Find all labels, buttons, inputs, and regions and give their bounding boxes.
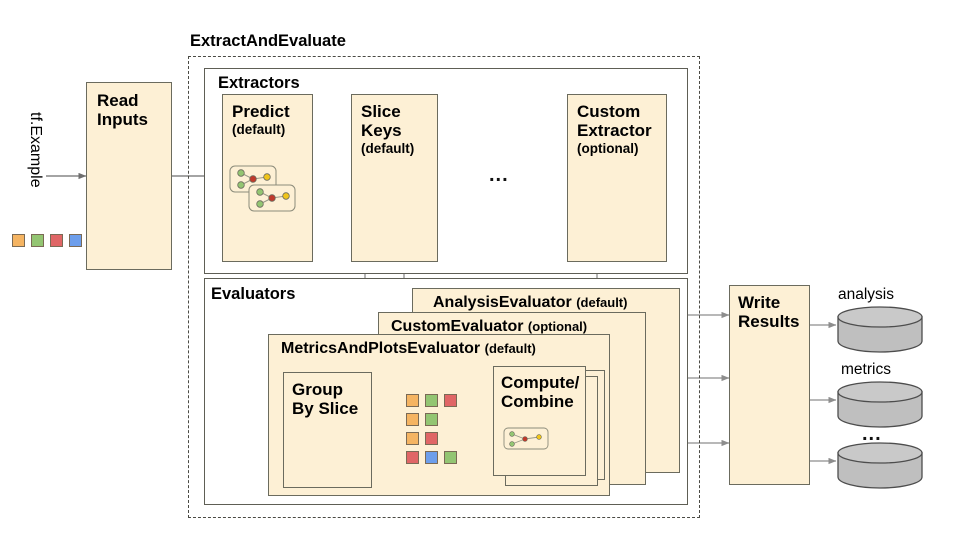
input-label: tf.Example — [27, 112, 44, 188]
analysis-evaluator-qualifier: (default) — [576, 295, 628, 310]
compute-combine-title-line1: Compute/ — [501, 373, 580, 392]
custom-extractor-title-line1: Custom — [577, 102, 641, 121]
write-results-title-line2: Results — [738, 312, 800, 332]
custom-extractor-title-line2: Extractor — [577, 121, 652, 141]
node-slice-keys[interactable]: Slice Keys (default) — [351, 94, 438, 262]
node-group-by-slice[interactable]: Group By Slice — [283, 372, 372, 488]
metrics-evaluator-qualifier: (default) — [484, 341, 536, 356]
slice-keys-sub: (default) — [361, 141, 415, 157]
slice-chip-row-4 — [406, 451, 457, 464]
output-cylinder-analysis[interactable] — [836, 306, 924, 353]
slice-chip-row-1 — [406, 394, 457, 407]
chip-green — [31, 234, 44, 247]
slice-chip-row-3 — [406, 432, 438, 445]
extract-and-evaluate-group — [188, 56, 700, 518]
chip-orange — [406, 394, 419, 407]
read-inputs-title-line1: Read — [97, 91, 139, 110]
predict-title: Predict — [232, 102, 290, 121]
output-cylinder-more[interactable] — [836, 442, 924, 489]
graph-cards-icon — [229, 165, 311, 215]
input-chip-group — [12, 234, 82, 247]
node-write-results[interactable]: Write Results — [729, 285, 810, 485]
chip-blue — [69, 234, 82, 247]
chip-orange — [12, 234, 25, 247]
node-compute-combine[interactable]: Compute/ Combine — [493, 366, 586, 476]
metrics-evaluator-name: MetricsAndPlotsEvaluator — [281, 340, 481, 357]
chip-green — [444, 451, 457, 464]
evaluators-label: Evaluators — [211, 285, 296, 303]
chip-green — [425, 413, 438, 426]
chip-red — [425, 432, 438, 445]
chip-orange — [406, 413, 419, 426]
custom-extractor-sub: (optional) — [577, 141, 639, 157]
extractors-ellipsis: ... — [489, 164, 509, 186]
chip-red — [444, 394, 457, 407]
extract-and-evaluate-label: ExtractAndEvaluate — [190, 32, 346, 50]
custom-evaluator-qualifier: (optional) — [527, 319, 588, 334]
chip-blue — [425, 451, 438, 464]
group-by-slice-title-line1: Group — [292, 380, 343, 399]
node-read-inputs[interactable]: Read Inputs — [86, 82, 172, 270]
node-predict[interactable]: Predict (default) — [222, 94, 313, 262]
chip-green — [425, 394, 438, 407]
slice-keys-title-line2: Keys — [361, 121, 402, 141]
slice-keys-title-line1: Slice — [361, 102, 401, 121]
node-custom-extractor[interactable]: Custom Extractor (optional) — [567, 94, 667, 262]
output-label-metrics: metrics — [841, 361, 891, 378]
read-inputs-title-line2: Inputs — [97, 110, 148, 130]
output-label-more: ... — [862, 423, 882, 445]
analysis-evaluator-name: AnalysisEvaluator — [433, 294, 572, 311]
output-label-analysis: analysis — [838, 286, 894, 303]
output-cylinder-metrics[interactable] — [836, 381, 924, 428]
group-by-slice-title-line2: By Slice — [292, 399, 359, 419]
graph-card-icon — [503, 427, 551, 451]
predict-sub: (default) — [232, 122, 286, 138]
chip-orange — [406, 432, 419, 445]
chip-red — [406, 451, 419, 464]
custom-evaluator-name: CustomEvaluator — [391, 318, 524, 335]
write-results-title-line1: Write — [738, 293, 781, 312]
slice-chip-row-2 — [406, 413, 438, 426]
compute-combine-title-line2: Combine — [501, 392, 574, 412]
chip-red — [50, 234, 63, 247]
extractors-label: Extractors — [218, 74, 300, 92]
